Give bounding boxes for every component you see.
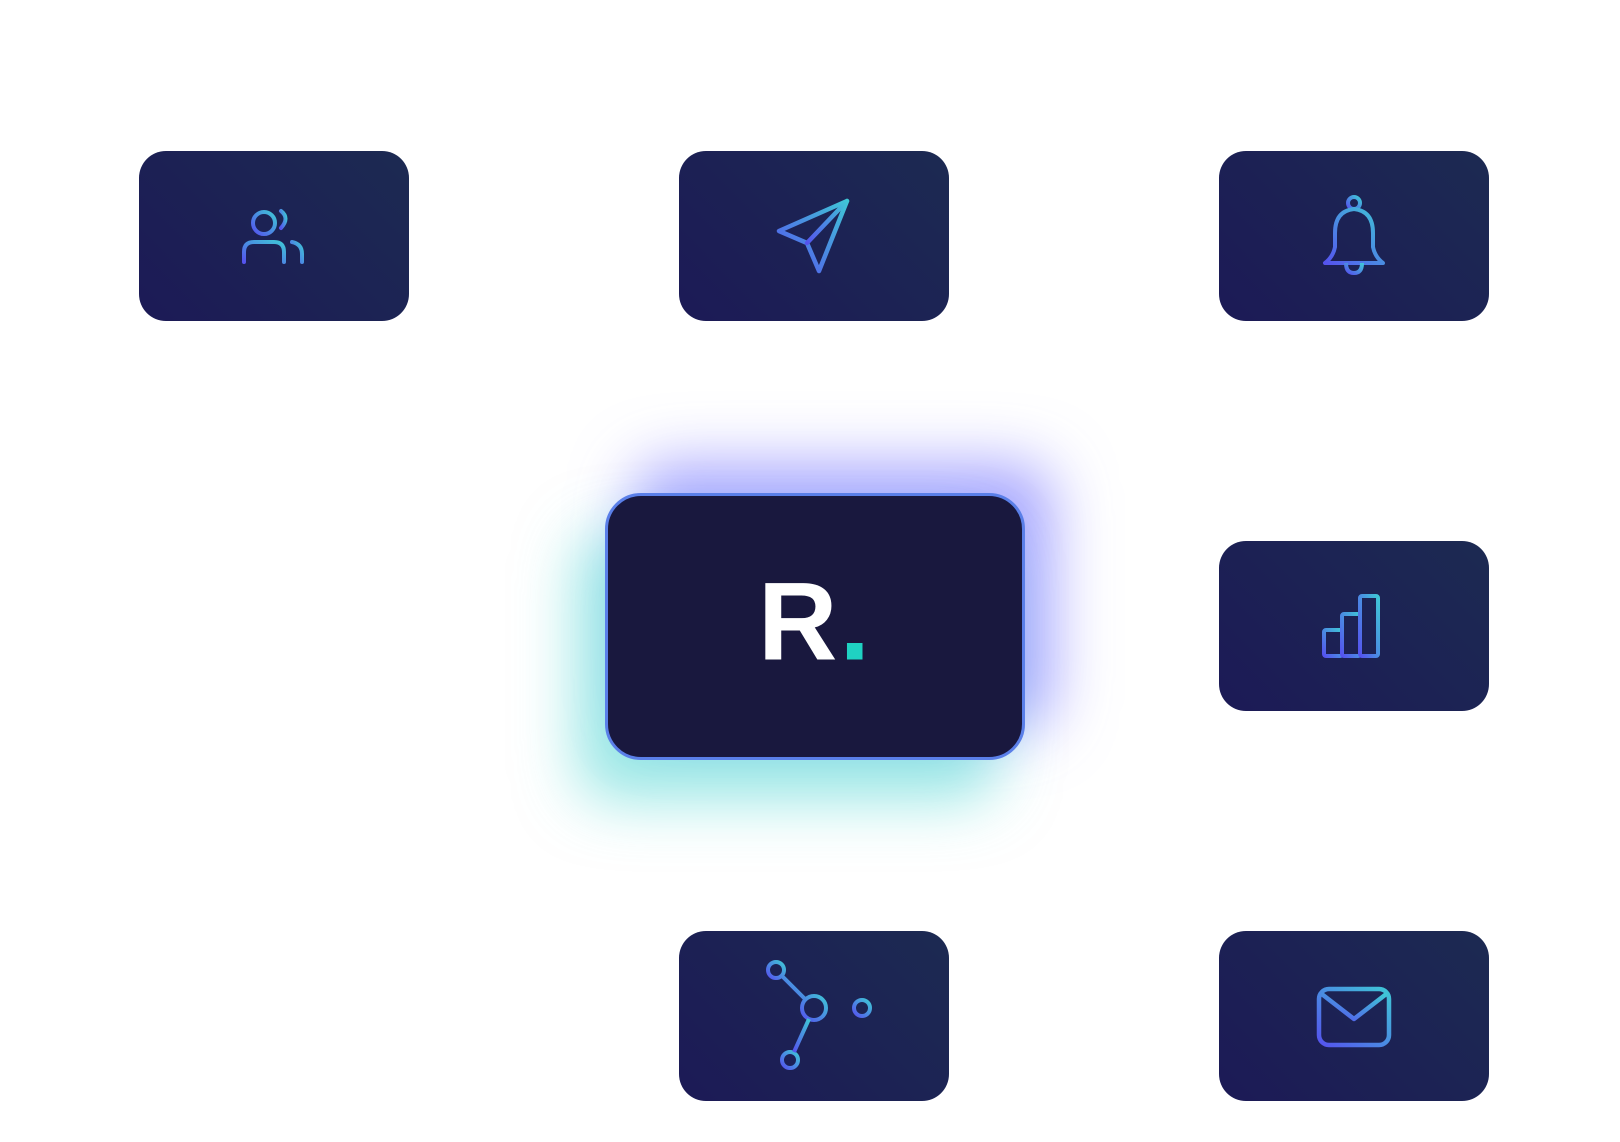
node-integrations[interactable] — [676, 928, 952, 1104]
network-icon — [766, 960, 872, 1070]
node-email[interactable] — [1216, 928, 1492, 1104]
users-icon — [242, 209, 304, 264]
bell-icon — [1323, 195, 1385, 276]
hub-node[interactable]: R. — [605, 493, 1025, 760]
node-analytics[interactable] — [1216, 538, 1492, 714]
logo-dot: . — [839, 559, 872, 683]
node-notifications[interactable] — [1216, 148, 1492, 324]
logo-letter: R — [757, 559, 840, 683]
mail-icon — [1316, 986, 1392, 1048]
bar-chart-icon — [1322, 594, 1380, 658]
send-icon — [776, 198, 850, 274]
node-send[interactable] — [676, 148, 952, 324]
node-users[interactable] — [136, 148, 412, 324]
brand-logo: R. — [608, 558, 1022, 685]
